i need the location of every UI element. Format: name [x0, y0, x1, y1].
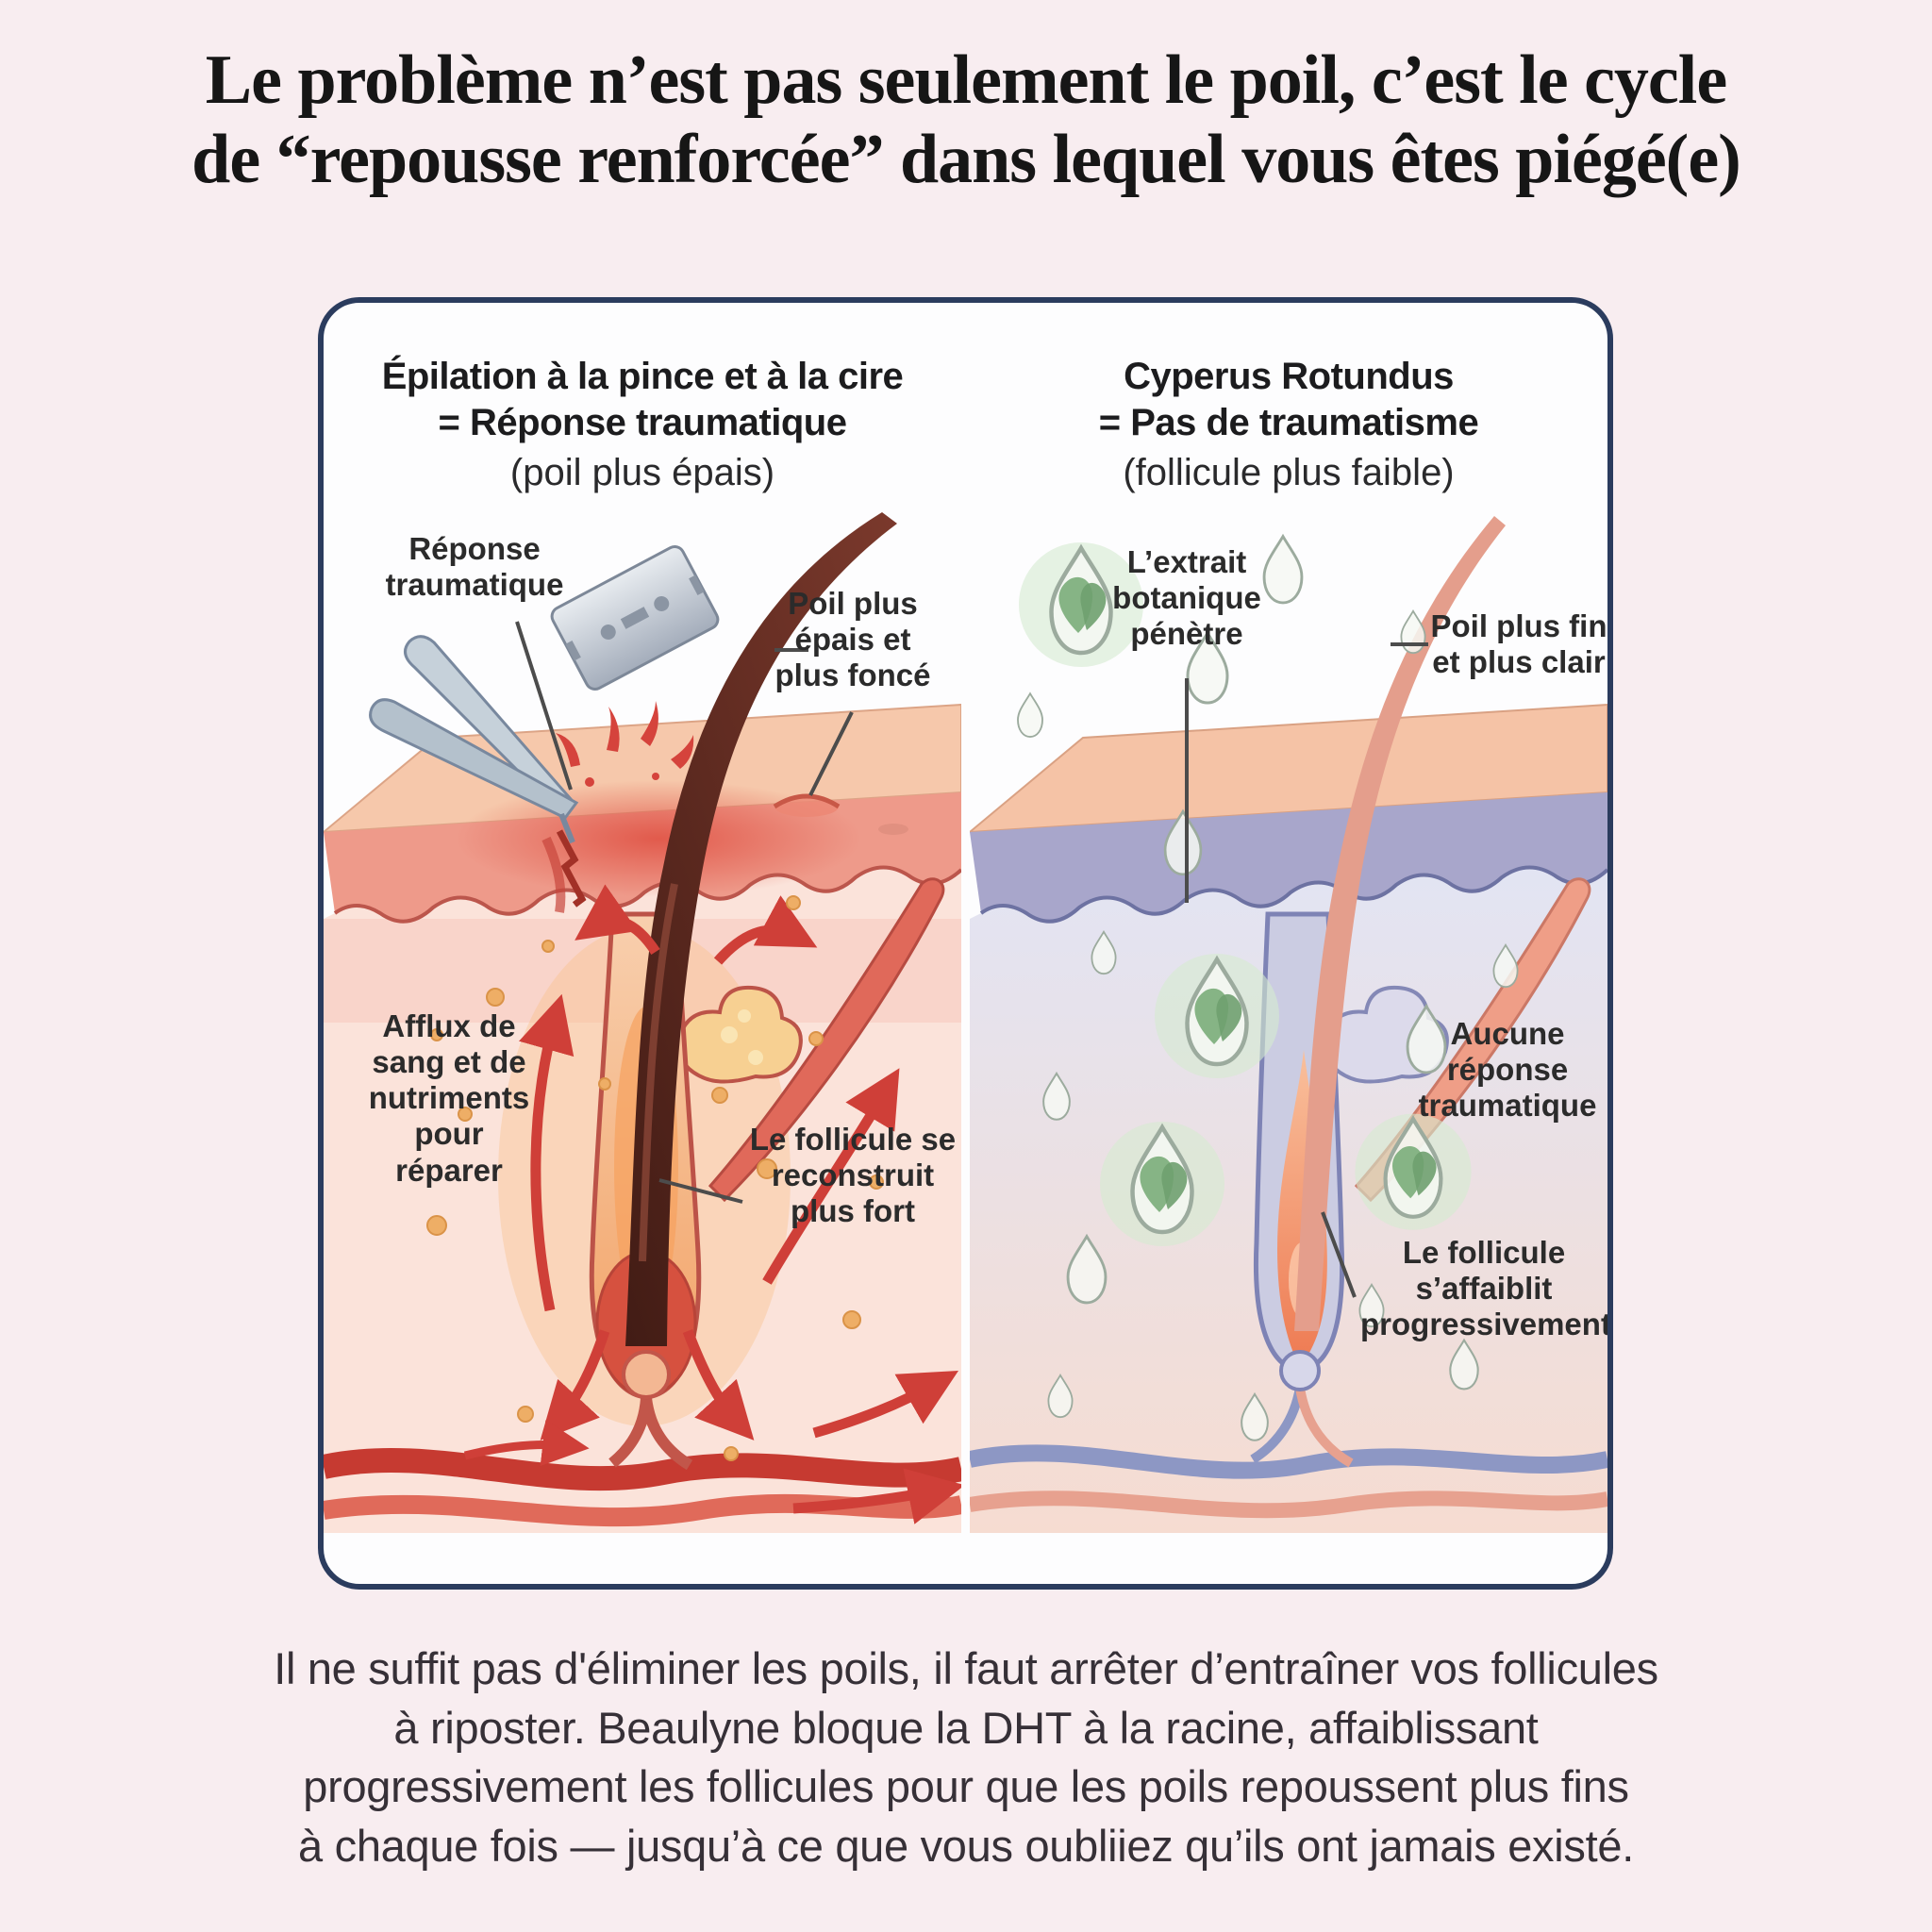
left-panel-heading: Épilation à la pince et à la cire = Répo… — [381, 356, 904, 443]
skin-wound — [541, 828, 587, 913]
right-panel-subheading: (follicule plus faible) — [1123, 451, 1455, 493]
label-traumatic-response: Réponse traumatique — [385, 530, 564, 602]
gland-cells — [721, 1008, 763, 1065]
hair-thick — [625, 511, 897, 1346]
right-skin-illustration — [970, 515, 1607, 1533]
blood-vessels-right — [970, 1386, 1607, 1518]
left-skin-illustration — [324, 511, 961, 1533]
left-panel-subheading: (poil plus épais) — [509, 451, 775, 493]
inflamed-bump — [773, 793, 908, 835]
arrector-muscle-left — [708, 877, 945, 1202]
razor-blade-icon — [550, 544, 720, 691]
label-follicle-rebuilds: Le follicule se reconstruit plus fort — [749, 1121, 957, 1229]
label-finer-hair: Poil plus fin et plus clair — [1430, 608, 1607, 679]
comparison-card: Épilation à la pince et à la cire = Répo… — [318, 297, 1613, 1590]
right-panel-header: Cyperus Rotundus = Pas de traumatisme (f… — [970, 354, 1607, 495]
nutrient-dots — [426, 894, 884, 1461]
left-panel-header: Épilation à la pince et à la cire = Répo… — [324, 354, 961, 495]
right-panel-heading: Cyperus Rotundus = Pas de traumatisme — [1098, 356, 1479, 443]
pointer-lines-left — [515, 620, 854, 1204]
pointer-lines-right — [1185, 641, 1428, 1298]
label-blood-flow: Afflux de sang et de nutriments pour rép… — [368, 1008, 530, 1188]
blood-splash — [556, 700, 694, 787]
left-panel: Réponse traumatique Poil plus épais et p… — [324, 507, 961, 1533]
right-panel: L’extrait botanique pénètre Poil plus fi… — [970, 507, 1607, 1533]
tweezers-icon — [369, 634, 579, 843]
label-no-traumatic-response: Aucune réponse traumatique — [1418, 1015, 1597, 1124]
repair-arrows — [463, 884, 961, 1524]
label-botanical-extract: L’extrait botanique pénètre — [1112, 543, 1261, 652]
hair-thin — [1294, 515, 1506, 1331]
label-follicle-weakens: Le follicule s’affaiblit progressivement — [1360, 1234, 1611, 1342]
blood-vessels-left — [324, 1396, 961, 1526]
footer-text: Il ne suffit pas d'éliminer les poils, i… — [274, 1643, 1658, 1871]
label-thicker-hair: Poil plus épais et plus foncé — [774, 585, 931, 693]
page-title: Le problème n’est pas seulement le poil,… — [192, 42, 1741, 198]
